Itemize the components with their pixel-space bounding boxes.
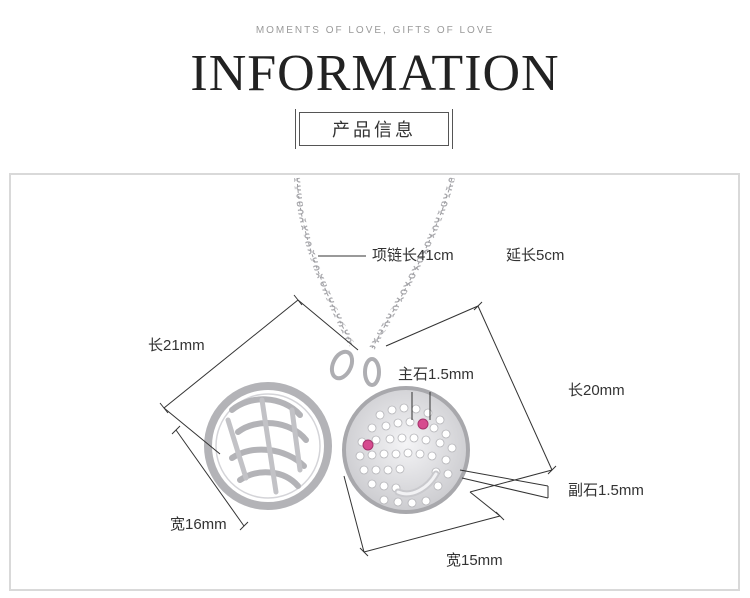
- page-title: INFORMATION: [190, 45, 560, 102]
- smiley-pendant: [342, 386, 470, 514]
- bail-left: [329, 349, 355, 381]
- left-width-label: 宽16mm: [170, 516, 227, 533]
- extension-label: 延长5cm: [506, 247, 565, 264]
- right-length-label: 长20mm: [568, 382, 625, 399]
- happy-pendant: [204, 382, 332, 510]
- chain-length-label: 项链长41cm: [372, 247, 454, 264]
- pink-stone-right: [417, 418, 429, 430]
- section-badge-label: 产品信息: [332, 120, 416, 140]
- section-badge: 产品信息: [295, 109, 453, 149]
- bail-right: [363, 357, 381, 387]
- right-width-label: 宽15mm: [446, 552, 503, 569]
- side-stone-label: 副石1.5mm: [568, 482, 644, 499]
- tagline: MOMENTS OF LOVE, GIFTS OF LOVE: [255, 25, 495, 36]
- left-length-label: 长21mm: [148, 337, 205, 354]
- chain-left: [294, 177, 355, 347]
- main-stone-label: 主石1.5mm: [398, 366, 474, 383]
- pink-stone-left: [362, 439, 374, 451]
- product-frame: [9, 173, 740, 591]
